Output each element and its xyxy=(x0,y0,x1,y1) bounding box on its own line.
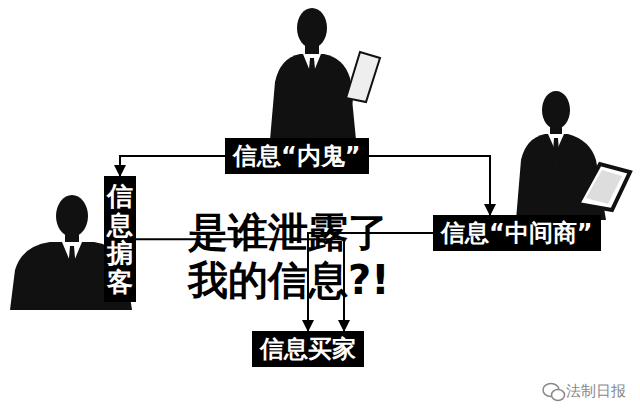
wechat-icon xyxy=(543,384,565,401)
middleman-box: 信息“中间商” xyxy=(433,215,601,251)
node-label: 信息掮客 xyxy=(107,182,133,296)
node-label: 信息“中间商” xyxy=(441,219,593,247)
informant-figure xyxy=(270,8,380,140)
buyer-box: 信息买家 xyxy=(252,331,364,367)
node-label: 信息“内鬼” xyxy=(233,142,361,170)
informant-box: 信息“内鬼” xyxy=(225,138,369,174)
flow-arrow xyxy=(369,156,491,215)
middleman-figure xyxy=(516,91,630,220)
broker-box: 信息掮客 xyxy=(104,176,136,302)
center-question: 是谁泄露了 我的信息?! xyxy=(188,208,406,304)
node-label: 信息买家 xyxy=(260,335,356,363)
watermark: 法制日报 xyxy=(566,382,626,401)
flow-arrow xyxy=(120,156,225,176)
